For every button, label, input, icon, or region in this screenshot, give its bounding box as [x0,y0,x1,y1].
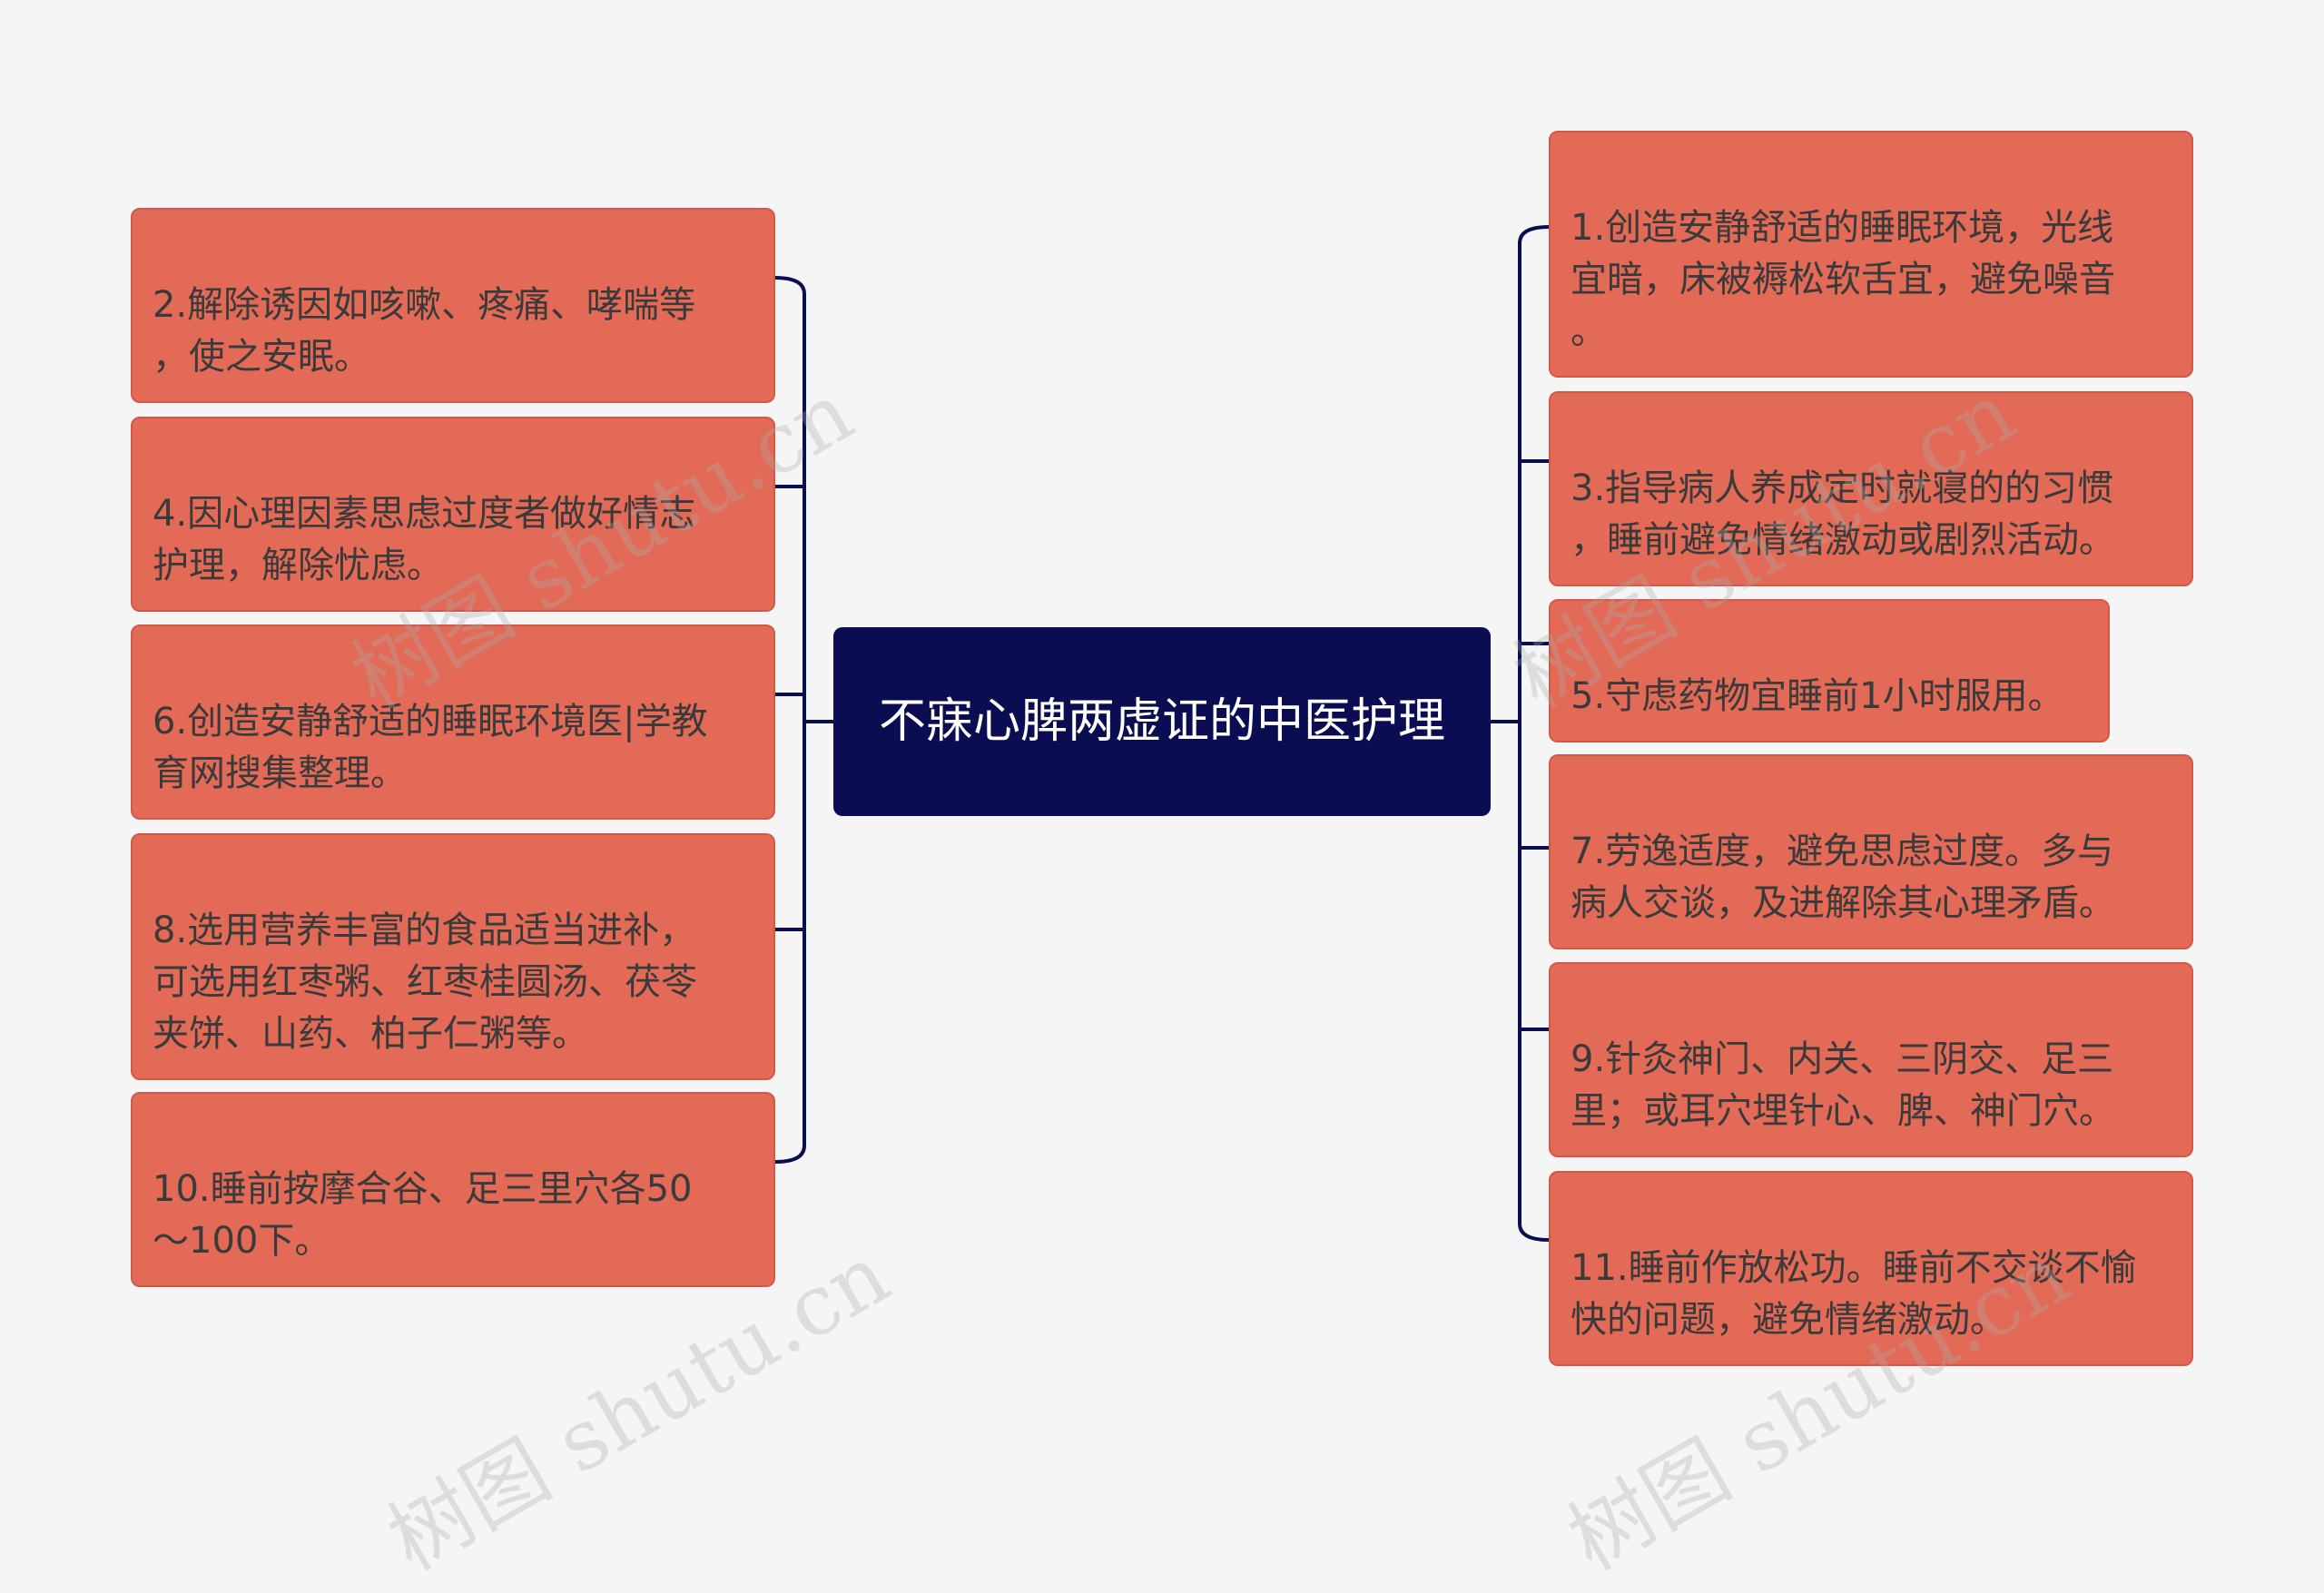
branch-node-label: 5.守虑药物宜睡前1小时服用。 [1571,675,2064,717]
branch-node-2[interactable]: 2.解除诱因如咳嗽、疼痛、哮喘等 ，使之安眠。 [131,208,775,403]
branch-node-10[interactable]: 10.睡前按摩合谷、足三里穴各50 ～100下。 [131,1092,775,1287]
branch-node-label: 11.睡前作放松功。睡前不交谈不愉 快的问题，避免情绪激动。 [1571,1247,2137,1341]
connector-right-6 [1518,1223,1550,1242]
branch-node-6[interactable]: 6.创造安静舒适的睡眠环境医|学教 育网搜集整理。 [131,624,775,820]
connector-left-1 [774,276,806,295]
connector-left-5 [774,1145,806,1164]
branch-node-3[interactable]: 3.指导病人养成定时就寝的的习惯 ，睡前避免情绪激动或剧烈活动。 [1549,391,2193,586]
branch-node-label: 3.指导病人养成定时就寝的的习惯 ，睡前避免情绪激动或剧烈活动。 [1571,467,2115,561]
root-topic-label: 不寐心脾两虚证的中医护理 [878,694,1445,749]
root-topic[interactable]: 不寐心脾两虚证的中医护理 [833,627,1491,816]
branch-node-label: 6.创造安静舒适的睡眠环境医|学教 育网搜集整理。 [153,701,708,794]
branch-node-9[interactable]: 9.针灸神门、内关、三阴交、足三 里；或耳穴埋针心、脾、神门穴。 [1549,962,2193,1157]
branch-node-label: 9.针灸神门、内关、三阴交、足三 里；或耳穴埋针心、脾、神门穴。 [1571,1038,2115,1132]
branch-node-label: 8.选用营养丰富的食品适当进补， 可选用红枣粥、红枣桂圆汤、茯苓 夹饼、山药、柏… [153,910,697,1055]
branch-node-4[interactable]: 4.因心理因素思虑过度者做好情志 护理，解除忧虑。 [131,417,775,612]
branch-node-8[interactable]: 8.选用营养丰富的食品适当进补， 可选用红枣粥、红枣桂圆汤、茯苓 夹饼、山药、柏… [131,833,775,1080]
branch-node-label: 4.因心理因素思虑过度者做好情志 护理，解除忧虑。 [153,493,696,586]
branch-node-label: 10.睡前按摩合谷、足三里穴各50 ～100下。 [153,1168,693,1262]
branch-node-1[interactable]: 1.创造安静舒适的睡眠环境，光线 宜暗，床被褥松软舌宜，避免噪音 。 [1549,131,2193,378]
connector-right-1 [1518,225,1550,244]
branch-node-label: 1.创造安静舒适的睡眠环境，光线 宜暗，床被褥松软舌宜，避免噪音 。 [1571,207,2115,352]
branch-node-label: 7.劳逸适度，避免思虑过度。多与 病人交谈，及进解除其心理矛盾。 [1571,831,2115,924]
branch-node-5[interactable]: 5.守虑药物宜睡前1小时服用。 [1549,599,2110,742]
branch-node-11[interactable]: 11.睡前作放松功。睡前不交谈不愉 快的问题，避免情绪激动。 [1549,1171,2193,1366]
connector-lines [774,225,1550,1242]
branch-node-label: 2.解除诱因如咳嗽、疼痛、哮喘等 ，使之安眠。 [153,284,696,378]
branch-node-7[interactable]: 7.劳逸适度，避免思虑过度。多与 病人交谈，及进解除其心理矛盾。 [1549,754,2193,949]
